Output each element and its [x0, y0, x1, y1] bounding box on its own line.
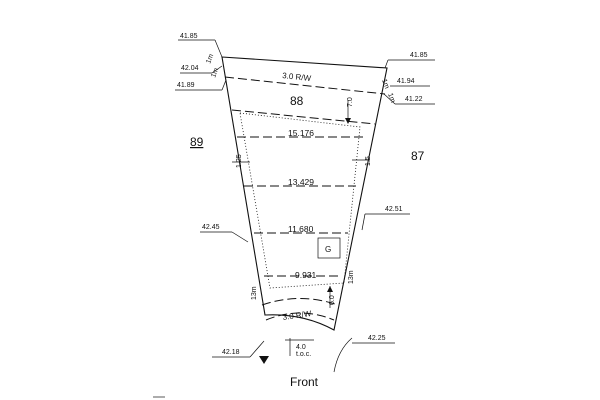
level-top-left-outer: 41.85 — [180, 33, 198, 40]
width-1: 15.176 — [288, 128, 314, 138]
garage-label: G — [325, 245, 331, 254]
setback-arrowhead-top — [345, 118, 351, 124]
kerb-arc — [333, 337, 353, 373]
corner-mark-tr: 1m — [380, 78, 390, 90]
rw-arc-inner — [265, 312, 335, 321]
level-right-side: 42.51 — [385, 206, 403, 213]
lot-number-left: 89 — [190, 135, 204, 149]
level-top-left-inner: 42.04 — [181, 65, 199, 72]
front-label: Front — [290, 375, 319, 389]
width-3: 11.680 — [288, 224, 314, 234]
side-setback-left: 1.25 — [236, 154, 243, 168]
side-length-left: 13m — [251, 286, 258, 300]
level-right-mid: 41.22 — [405, 96, 423, 103]
level-top-right-inner: 41.94 — [397, 78, 415, 85]
width-2: 13.429 — [288, 177, 314, 187]
side-setback-right: 1.5 — [365, 156, 372, 166]
rw-label-top: 3.0 R/W — [282, 71, 312, 83]
setback-arrowhead-bottom — [327, 286, 333, 292]
direction-marker — [259, 356, 269, 364]
setback-bottom-label: 6.0 — [329, 295, 336, 305]
corner-mark-tr2: 1m — [386, 92, 396, 104]
corner-mark-tl2: 1m — [210, 67, 220, 79]
lot-number-right: 87 — [411, 149, 425, 163]
rw-line-top — [224, 76, 386, 95]
rw-arc-outer — [261, 298, 339, 306]
lot-boundary — [221, 56, 388, 331]
driveway-note: t.o.c. — [296, 351, 311, 358]
side-length-right: 13m — [348, 270, 355, 284]
level-left-mid: 41.89 — [177, 82, 195, 89]
level-left-side: 42.45 — [202, 224, 220, 231]
level-bottom-left: 42.18 — [222, 349, 240, 356]
setback-line-top — [231, 109, 376, 125]
level-top-right-outer: 41.85 — [410, 52, 428, 59]
lot-number-main: 88 — [290, 94, 304, 108]
corner-mark-tl: 1m — [205, 53, 215, 65]
garage-box — [317, 237, 341, 259]
width-4: 9.931 — [295, 270, 317, 280]
building-envelope — [239, 112, 361, 289]
level-bottom-right: 42.25 — [368, 335, 386, 342]
driveway-width: 4.0 — [296, 344, 306, 351]
rw-label-bottom: 3.0 R/W — [282, 309, 312, 322]
setback-top-label: 7.0 — [347, 97, 354, 107]
